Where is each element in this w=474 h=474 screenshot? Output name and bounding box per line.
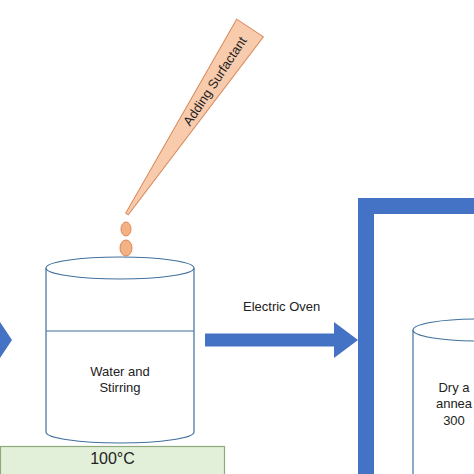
beaker-rim <box>413 319 474 341</box>
water-level <box>46 331 194 332</box>
beaker: Water and Stirring <box>45 256 195 444</box>
drop <box>121 222 131 236</box>
process-arrow <box>205 334 334 347</box>
hot-plate-body <box>1 447 225 474</box>
node-text: Dry a annea 300 <box>432 380 474 429</box>
drop <box>120 240 132 256</box>
pipette: Adding Surfactant <box>114 19 264 223</box>
edge-label: Electric Oven <box>243 299 320 314</box>
beaker-body <box>46 268 194 443</box>
beaker-rim <box>46 257 194 279</box>
pipette-body <box>114 19 264 223</box>
incoming-arrow-tip <box>0 322 12 358</box>
oven-beaker: Dry a annea 300 <box>412 318 474 474</box>
beaker-body <box>413 330 474 474</box>
node-text: 100°C <box>90 450 135 468</box>
node-text: Adding Surfactant <box>181 34 249 127</box>
hot-plate: 100°C <box>0 446 225 474</box>
cyl-outline <box>412 318 474 474</box>
cyl-outline <box>45 256 195 444</box>
node-text: Water and Stirring <box>75 364 165 397</box>
